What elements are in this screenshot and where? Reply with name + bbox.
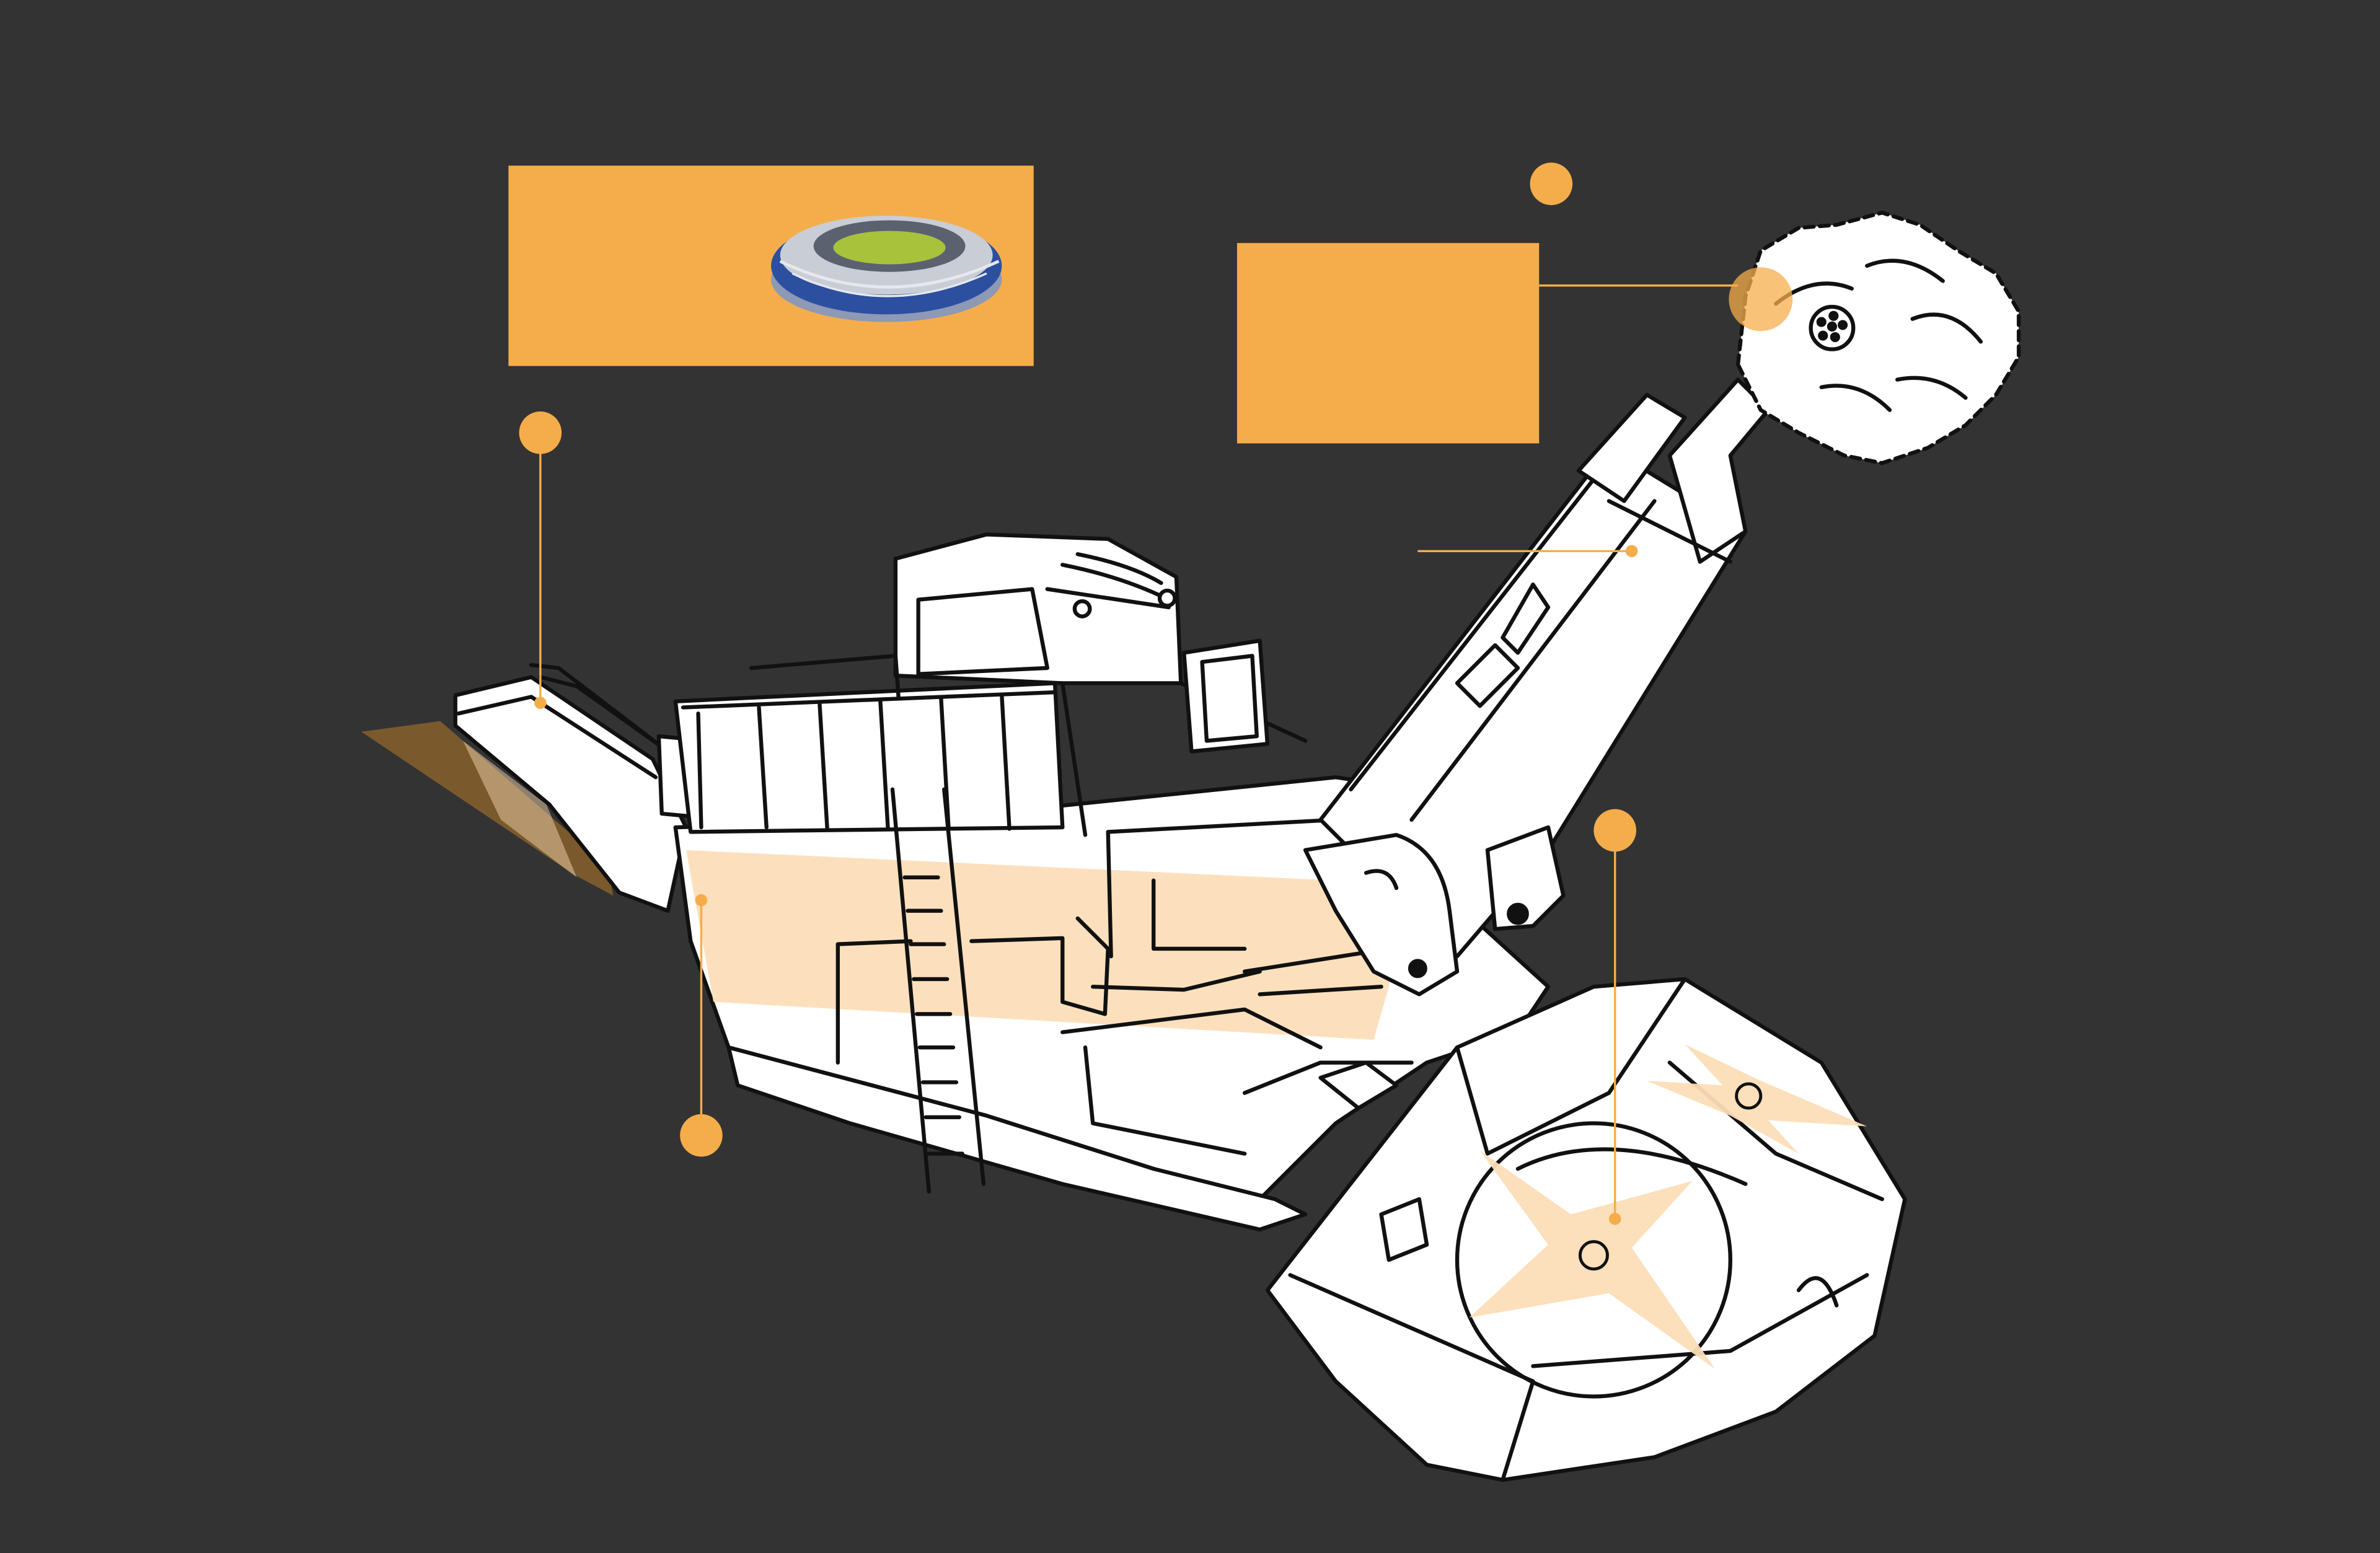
- ladder: [890, 787, 986, 1194]
- callout-marker-feed[interactable]: [519, 411, 562, 454]
- stadium-icon: [771, 216, 1002, 322]
- callouts: [519, 162, 1739, 1225]
- machine-illustration: [361, 211, 2021, 1482]
- callout-marker-rotor[interactable]: [1593, 809, 1636, 852]
- cutter-drum: [1735, 211, 2021, 465]
- callout-marker-body[interactable]: [680, 1114, 723, 1157]
- rotor-large: [1469, 1150, 1716, 1370]
- info-box-right: [1236, 243, 1540, 444]
- rotor-small: [1647, 1044, 1867, 1154]
- callout-marker-cutter[interactable]: [1530, 162, 1573, 205]
- cutter-highlight: [1729, 267, 1793, 332]
